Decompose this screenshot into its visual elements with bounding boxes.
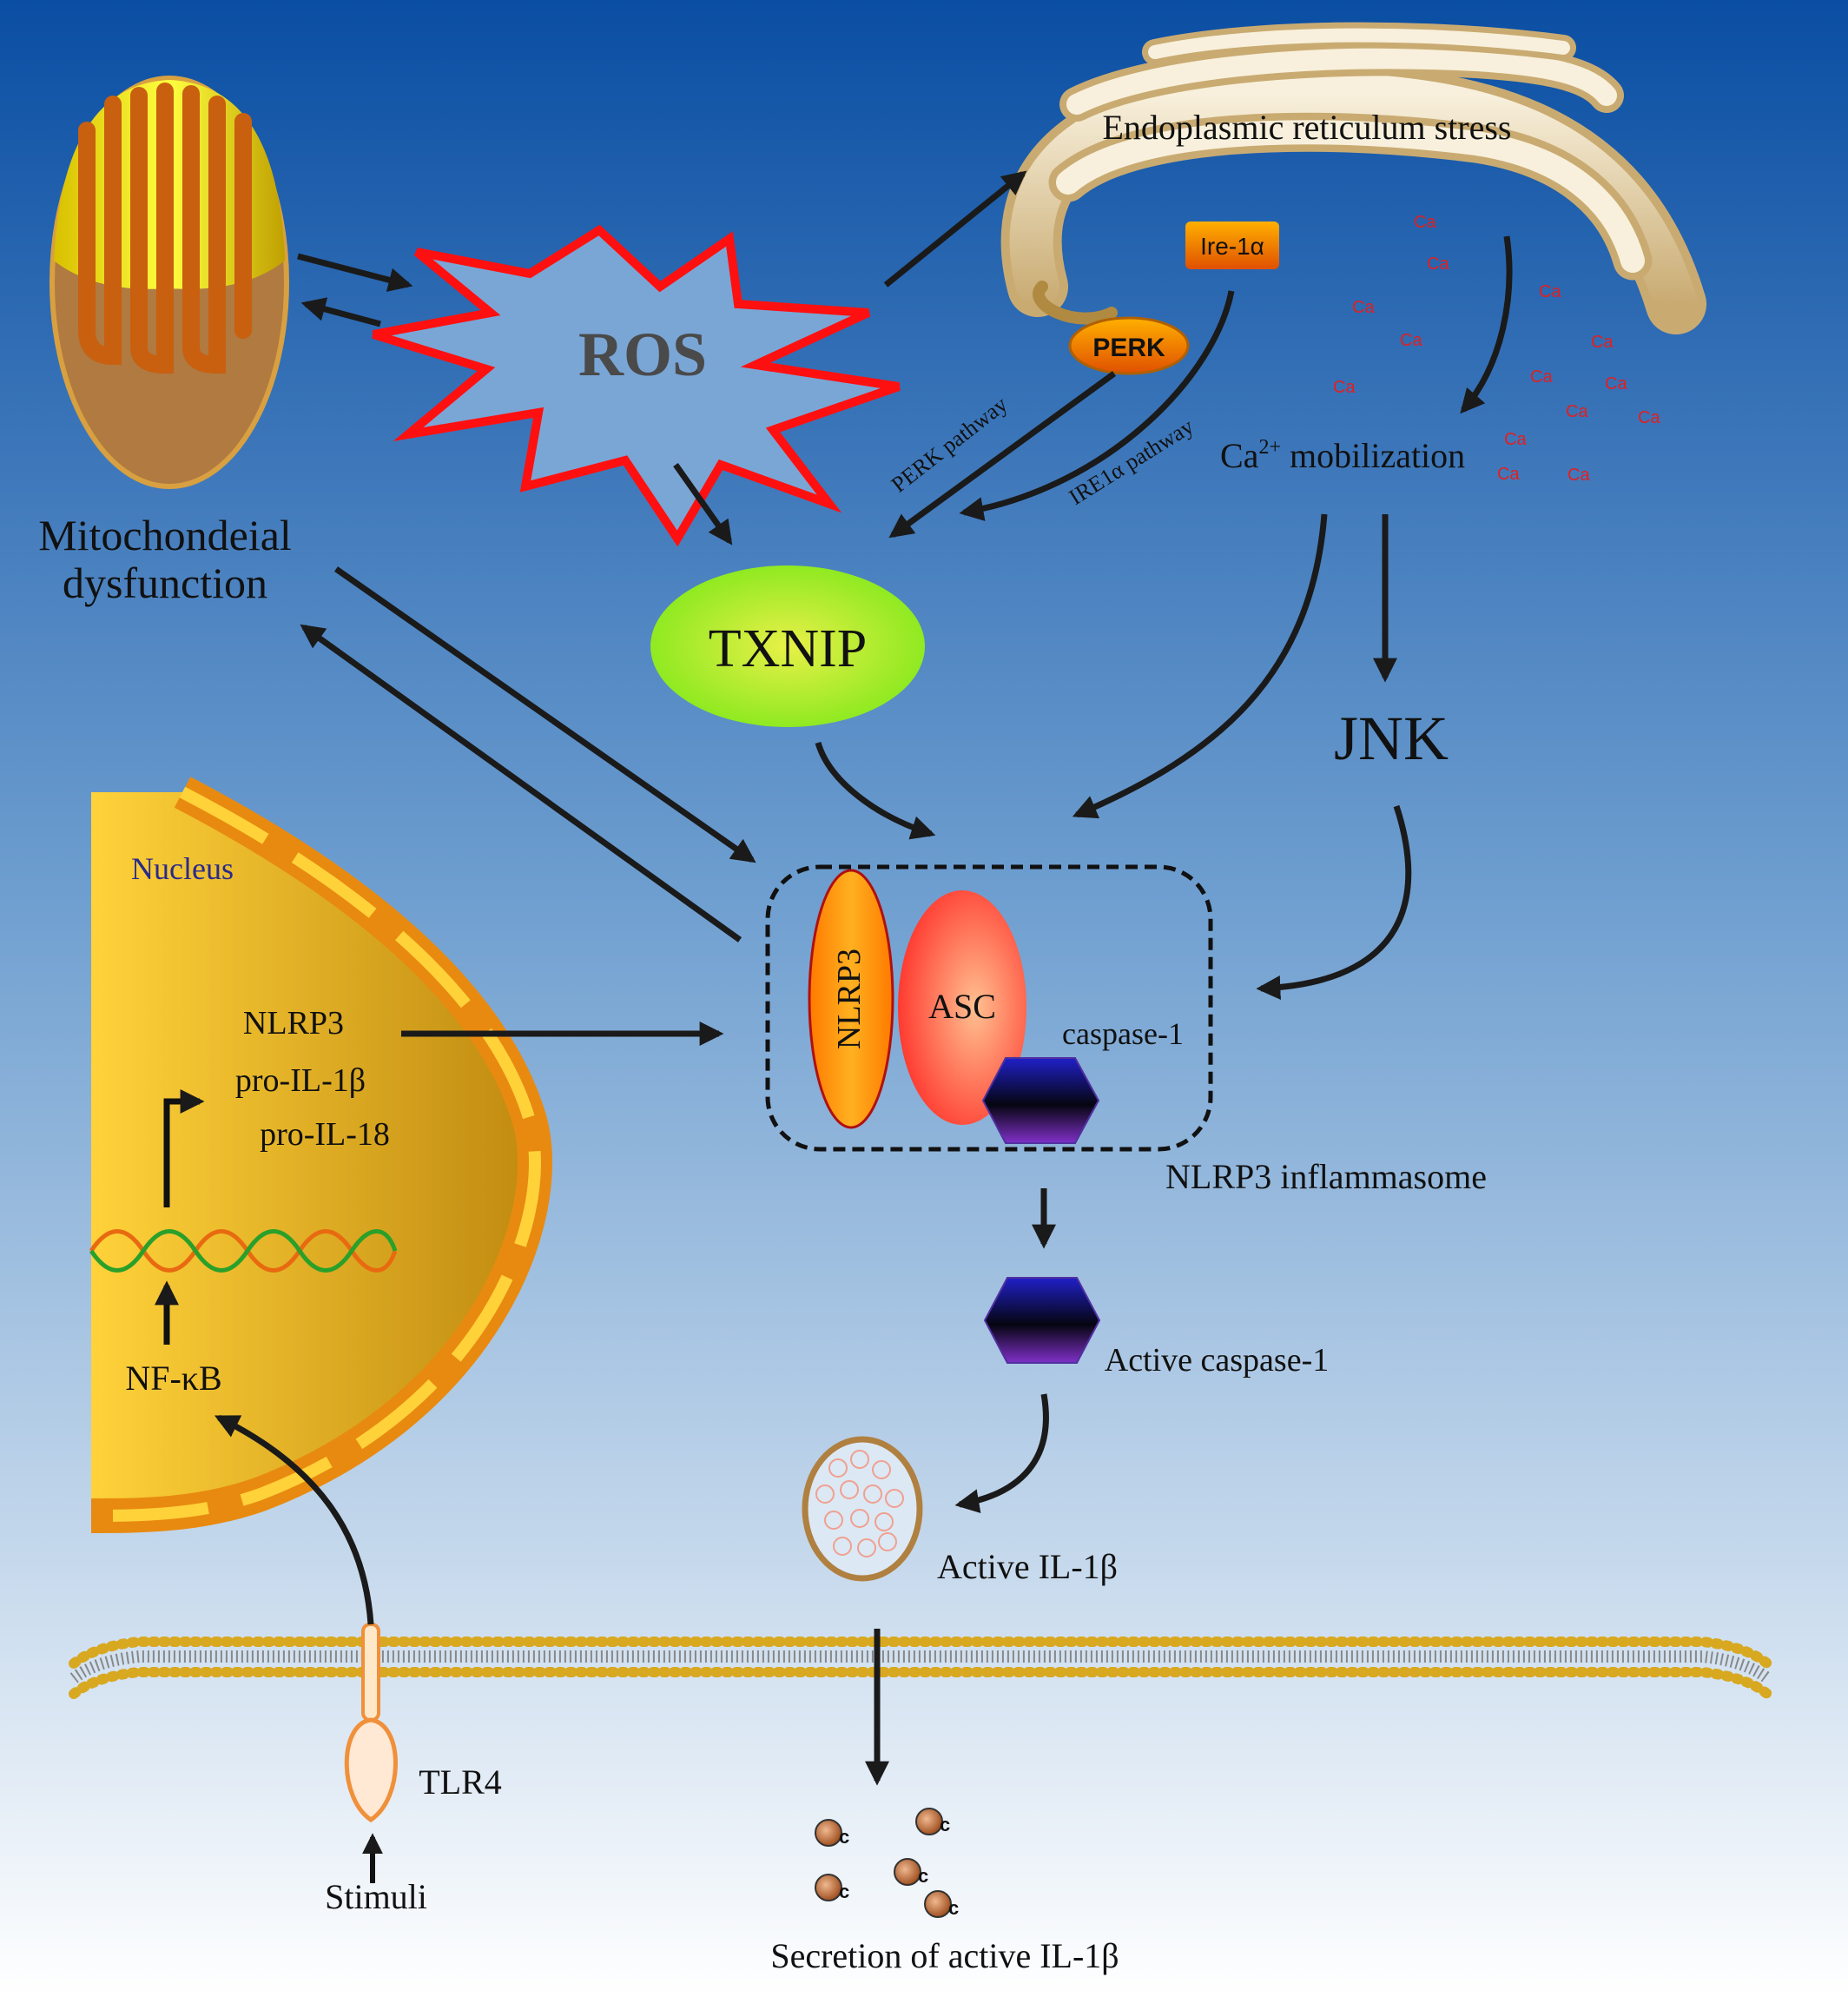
ros-to-er-arrow — [883, 170, 1027, 288]
mito-label-line2: dysfunction — [63, 559, 267, 607]
particle-letter: c — [948, 1897, 959, 1919]
cell-membrane-icon — [69, 1637, 1772, 1699]
ca-ion: Ca — [1568, 466, 1590, 485]
perk-box-label: PERK — [1092, 334, 1165, 362]
particle-letter: c — [839, 1881, 849, 1902]
mito-label-line1: Mitochondeial — [38, 511, 292, 559]
mito-to-inflammasome-arrow — [333, 566, 756, 863]
ca-ion: Ca — [1352, 298, 1375, 317]
nfkb-label: NF-κB — [125, 1359, 221, 1398]
nucleus-icon — [90, 777, 552, 1533]
asc-protein — [898, 890, 1026, 1125]
tlr4-receptor-icon — [344, 1623, 398, 1823]
gene-nlrp3: NLRP3 — [243, 1005, 344, 1041]
ca-to-inflammasome-arrow — [1072, 513, 1328, 819]
active-caspase1-hexagon — [983, 1277, 1101, 1364]
tlr4-label: TLR4 — [419, 1762, 502, 1802]
particle-letter: c — [940, 1814, 950, 1835]
active-il1b-label: Active IL-1β — [937, 1547, 1118, 1586]
txnip-to-inflammasome-arrow — [815, 741, 936, 840]
ca-ion: Ca — [1497, 465, 1520, 484]
ca-mobilization-sup: 2+ — [1258, 436, 1281, 459]
ros-label: ROS — [578, 320, 707, 389]
mitochondrion-icon — [50, 76, 289, 489]
active-caspase1-label: Active caspase-1 — [1105, 1342, 1330, 1379]
ca-ion: Ca — [1530, 367, 1553, 387]
er-stress-label: Endoplasmic reticulum stress — [1102, 108, 1511, 147]
perk-pathway-arrow — [888, 371, 1117, 539]
il1b-particle-icon — [815, 1808, 952, 1918]
endoplasmic-reticulum-icon — [1000, 22, 1706, 334]
pathway-arrows — [214, 170, 1513, 1786]
tlr4-to-nfkb-arrow — [214, 1414, 374, 1625]
perk-box — [1068, 316, 1190, 375]
transcription-arrow — [163, 1089, 205, 1207]
txnip-label: TXNIP — [709, 619, 868, 678]
nlrp3-protein — [808, 869, 894, 1129]
ca-ion: Ca — [1400, 331, 1422, 350]
ire1a-pathway-arrow — [959, 290, 1235, 521]
txnip-ellipse — [650, 565, 925, 727]
calcium-ions: Ca Ca Ca Ca Ca Ca Ca Ca Ca Ca Ca Ca Ca C… — [1333, 213, 1660, 485]
caspase1-label: caspase-1 — [1062, 1016, 1184, 1051]
ca-ion: Ca — [1333, 378, 1356, 397]
vesicle-icon — [802, 1436, 923, 1582]
asc-label: ASC — [928, 987, 996, 1026]
particle-letter: c — [839, 1826, 849, 1848]
inflammasome-to-mito-arrow — [300, 624, 742, 942]
ca-mobilization-base: Ca — [1220, 436, 1259, 475]
ire1a-box — [1185, 222, 1279, 269]
nlrp3-protein-label: NLRP3 — [831, 949, 868, 1049]
dna-icon — [89, 1229, 398, 1273]
ros-to-txnip-arrow — [673, 462, 733, 546]
secretion-label: Secretion of active IL-1β — [770, 1936, 1119, 1975]
stimuli-label: Stimuli — [325, 1877, 427, 1916]
ire1a-box-label: Ire-1α — [1200, 233, 1264, 260]
ros-to-mito-arrow — [300, 297, 381, 327]
ca-mobilization-rest: mobilization — [1281, 436, 1465, 475]
nucleus-label: Nucleus — [131, 851, 234, 886]
ca-ion: Ca — [1504, 430, 1527, 449]
caspase1-hexagon — [981, 1057, 1100, 1144]
particle-letters: c c c c c — [839, 1814, 959, 1919]
caspase-to-il1b-arrow — [954, 1393, 1049, 1514]
ros-burst — [372, 224, 901, 547]
ca-ion: Ca — [1591, 333, 1614, 352]
inflammasome-label: NLRP3 inflammasome — [1165, 1157, 1487, 1196]
jnk-label: JNK — [1334, 704, 1449, 773]
inflammasome-box — [765, 864, 1213, 1152]
ca-ion: Ca — [1414, 213, 1436, 232]
jnk-to-inflammasome-arrow — [1256, 804, 1412, 1001]
ca-ion: Ca — [1427, 255, 1449, 274]
mito-to-ros-arrow — [297, 253, 413, 292]
ca-ion: Ca — [1539, 282, 1561, 301]
ca-ion: Ca — [1566, 402, 1588, 421]
particle-letter: c — [918, 1865, 928, 1887]
er-to-ca-arrow — [1460, 235, 1513, 414]
ca-mobilization-label: Ca2+ mobilization — [1220, 436, 1465, 475]
ca-ion: Ca — [1605, 374, 1627, 393]
gene-pro-il18: pro-IL-18 — [260, 1116, 390, 1153]
gene-pro-il1b: pro-IL-1β — [235, 1062, 366, 1099]
ca-ion: Ca — [1638, 408, 1660, 427]
